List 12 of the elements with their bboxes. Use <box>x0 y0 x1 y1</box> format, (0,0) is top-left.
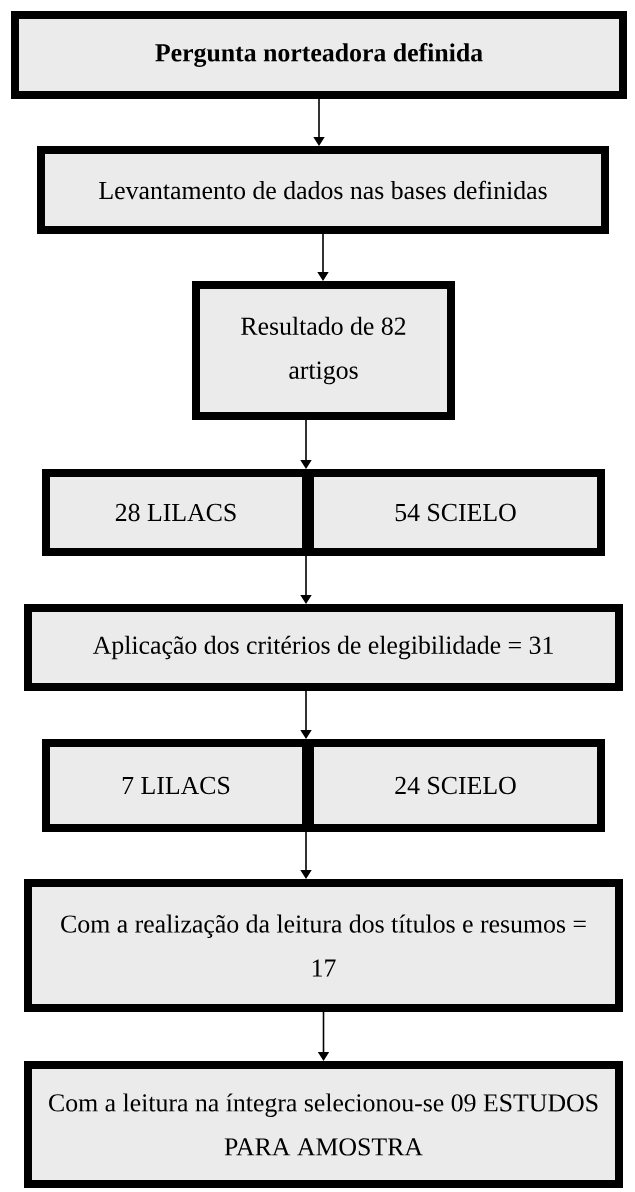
process-box: Levantamento de dados nas bases definidas <box>37 146 609 234</box>
arrow <box>300 690 312 739</box>
arrow <box>300 831 312 879</box>
process-box: Aplicação dos critérios de elegibilidade = 31 <box>24 604 623 691</box>
process-box: Resultado de 82 artigos <box>192 281 455 420</box>
arrow <box>300 555 312 604</box>
process-box: Com a realização da leitura dos títulos e resumos = 17 <box>24 879 623 1012</box>
arrow <box>317 233 329 281</box>
process-box: Pergunta norteadora definida <box>11 11 627 99</box>
process-box: Com a leitura na íntegra selecionou-se 09 ESTUDOS PARA AMOSTRA <box>24 1061 623 1188</box>
arrow <box>300 419 312 469</box>
arrow <box>313 98 325 146</box>
